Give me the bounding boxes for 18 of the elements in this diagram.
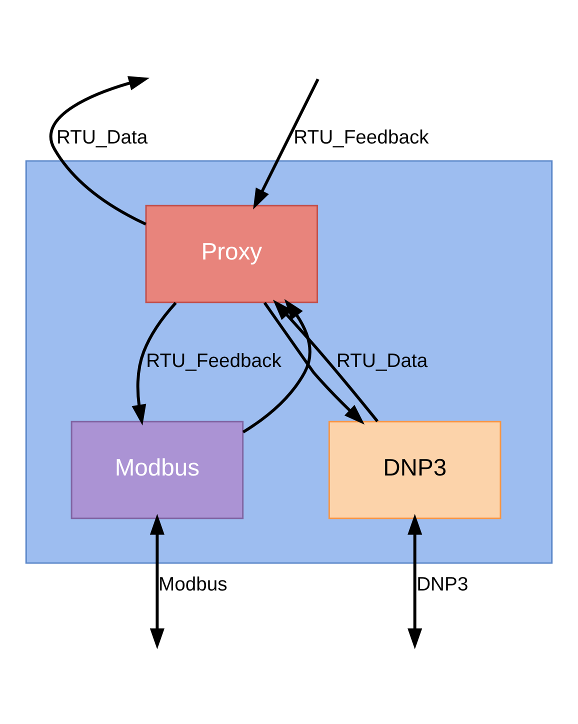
node-box: DNP3 — [328, 420, 502, 520]
edge-label: DNP3 — [416, 573, 468, 596]
arrow — [272, 300, 379, 422]
edge-label: RTU_Data — [56, 126, 148, 149]
cluster — [25, 160, 553, 564]
arrow — [408, 514, 422, 650]
edge-label: RTU_Feedback — [294, 126, 429, 149]
node-box: Proxy — [145, 204, 318, 304]
edge-label: RTU_Data — [336, 350, 428, 372]
arrow — [50, 76, 150, 226]
edge-label: RTU_Feedback — [146, 350, 282, 372]
arrow — [242, 298, 312, 434]
arrow — [132, 302, 177, 426]
arrow — [263, 302, 365, 425]
arrow — [253, 78, 320, 210]
edge-label: Modbus — [158, 573, 228, 596]
node-box: Modbus — [70, 420, 244, 520]
arrow — [150, 514, 165, 650]
